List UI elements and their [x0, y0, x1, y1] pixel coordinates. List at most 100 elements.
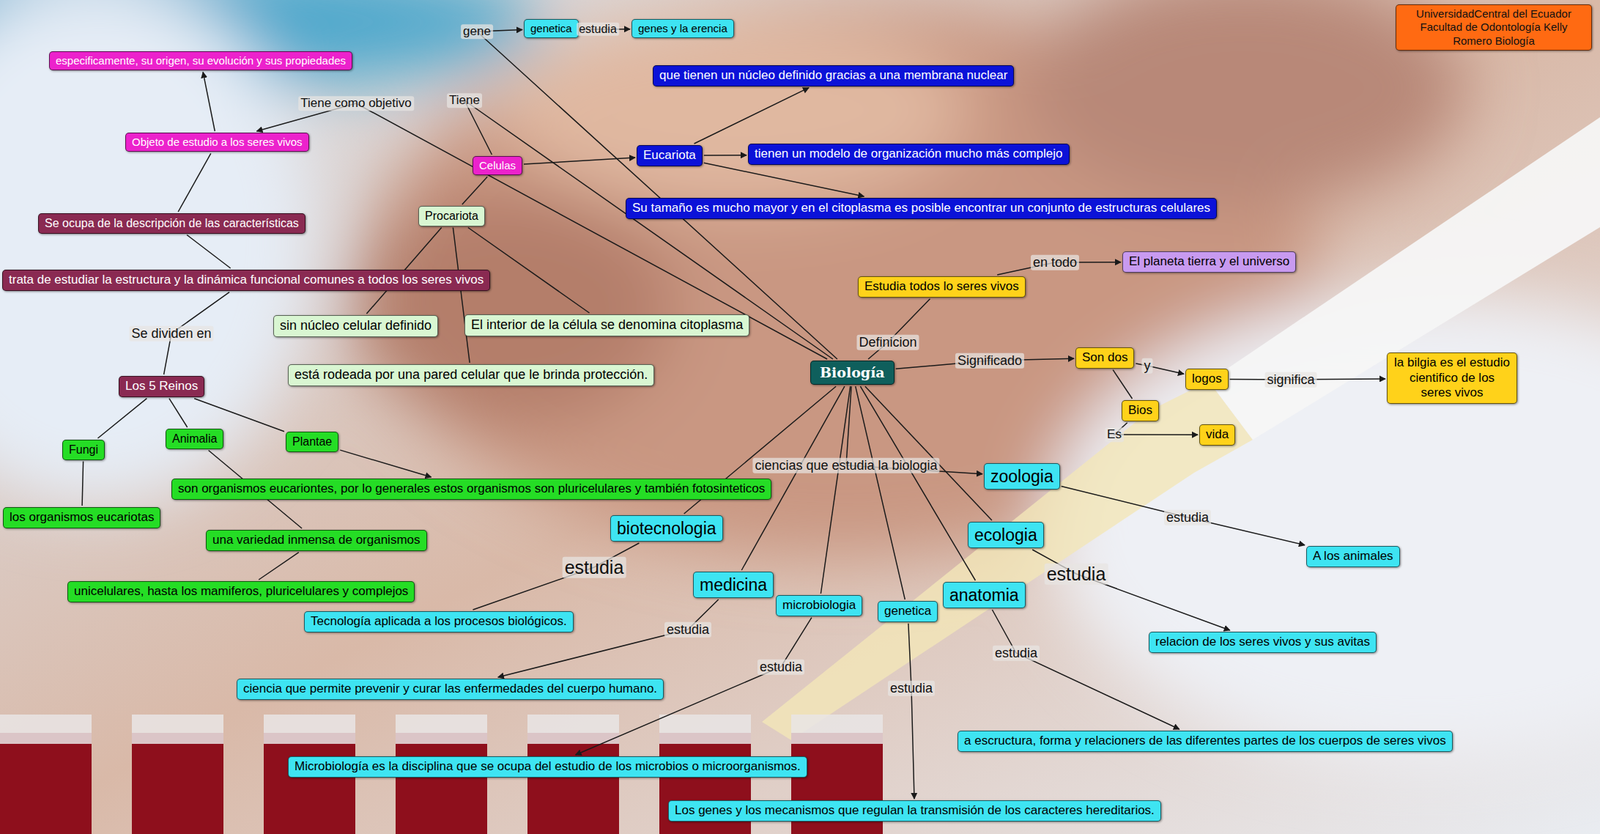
- concept-text: zoologia: [990, 465, 1054, 487]
- concept-text: trata de estudiar la estructura y la din…: [8, 272, 484, 288]
- concept-box: Se ocupa de la descripción de las caract…: [38, 213, 306, 234]
- concept-text: especificamente, su origen, su evolución…: [55, 54, 346, 68]
- concept-box: logos: [1185, 368, 1229, 390]
- concept-text: unicelulares, hasta los mamiferos, pluri…: [73, 583, 409, 600]
- concept-box: Biología: [810, 360, 895, 385]
- concept-text: anatomia: [949, 584, 1020, 606]
- concept-text: Eucariota: [643, 147, 696, 164]
- connector: [868, 298, 930, 359]
- concept-text: sin núcleo celular definido: [279, 317, 432, 335]
- concept-text: a escructura, forma y relacioners de las…: [964, 733, 1447, 749]
- concept-box: unicelulares, hasta los mamiferos, pluri…: [67, 580, 415, 603]
- connector: [1032, 549, 1231, 631]
- link-phrase: Tiene como objetivo: [298, 95, 414, 111]
- concept-box: microbiologia: [775, 594, 863, 617]
- concept-text: Biología: [819, 364, 885, 381]
- connector: [1061, 485, 1305, 545]
- concept-text: genetica: [530, 21, 573, 36]
- concept-text: Plantae: [292, 434, 332, 450]
- link-phrase: y: [1142, 358, 1154, 374]
- concept-text: Estudia todos lo seres vivos: [864, 279, 1020, 295]
- concept-text: ecologia: [974, 524, 1038, 546]
- connector: [98, 398, 148, 439]
- concept-box: está rodeada por una pared celular que l…: [287, 364, 655, 387]
- connector: [1114, 422, 1198, 436]
- concept-text: medicina: [699, 574, 768, 595]
- concept-box: biotecnologia: [610, 515, 724, 542]
- concept-box: genetica: [523, 19, 579, 39]
- blurred-scene: [0, 0, 1600, 762]
- concept-box: vida: [1199, 424, 1236, 446]
- concept-text: genes y la erencia: [638, 21, 728, 36]
- concept-text: ciencia que permite prevenir y curar las…: [243, 681, 658, 697]
- link-phrase: significa: [1264, 372, 1317, 388]
- concept-box: sin núcleo celular definido: [273, 315, 439, 337]
- link-phrase: estudia: [576, 22, 620, 36]
- concept-text: El interior de la célula se denomina cit…: [471, 317, 743, 334]
- concept-text: Tecnología aplicada a los procesos bioló…: [310, 613, 568, 630]
- concept-box: Tecnología aplicada a los procesos bioló…: [304, 610, 574, 633]
- connector: [186, 235, 231, 269]
- concept-box: Eucariota: [636, 145, 703, 167]
- connector: [704, 162, 865, 197]
- connector: [202, 71, 215, 132]
- link-phrase: Es: [1104, 427, 1124, 442]
- concept-box: los organismos eucariotas: [2, 506, 161, 529]
- concept-text: son organismos eucariontes, por lo gener…: [178, 481, 765, 497]
- connector: [473, 542, 640, 610]
- concept-text: Fungi: [68, 442, 99, 458]
- concept-box: medicina: [693, 571, 774, 598]
- concept-text: UniversidadCentral del Ecuador Facultad …: [1402, 7, 1586, 48]
- concept-text: relacion de los seres vivos y sus avitas: [1155, 634, 1370, 650]
- connector: [462, 176, 488, 205]
- concept-box: Los 5 Reinos: [118, 375, 205, 398]
- concept-box: genes y la erencia: [631, 19, 735, 39]
- concept-box: tienen un modelo de organización mucho m…: [747, 143, 1070, 165]
- link-phrase: estudia: [562, 556, 627, 579]
- concept-text: Son dos: [1082, 350, 1128, 366]
- connector: [194, 398, 285, 432]
- connector: [464, 100, 833, 359]
- connector: [82, 461, 84, 507]
- concept-box: Los genes y los mecanismos que regulan l…: [668, 800, 1162, 822]
- concept-box: A los animales: [1306, 545, 1400, 568]
- concept-box: genetica: [877, 600, 938, 622]
- link-phrase: estudia: [1044, 563, 1109, 585]
- concept-box: El interior de la célula se denomina cit…: [464, 314, 750, 337]
- connector: [855, 386, 906, 600]
- concept-text: está rodeada por una pared celular que l…: [294, 367, 648, 384]
- concept-box: Microbiología es la disciplina que se oc…: [287, 756, 808, 778]
- concept-text: vida: [1205, 427, 1229, 443]
- connector: [704, 154, 747, 157]
- concept-box: son organismos eucariontes, por lo gener…: [171, 478, 772, 500]
- connector: [694, 87, 810, 144]
- concept-text: Se ocupa de la descripción de las caract…: [44, 216, 299, 231]
- concept-box: trata de estudiar la estructura y la din…: [2, 269, 491, 291]
- concept-box: El planeta tierra y el universo: [1122, 251, 1296, 273]
- concept-text: El planeta tierra y el universo: [1128, 254, 1290, 270]
- link-phrase: Significado: [955, 353, 1025, 369]
- concept-text: Objeto de estudio a los seres vivos: [131, 135, 303, 149]
- concept-text: que tienen un núcleo definido gracias a …: [659, 68, 1008, 84]
- link-phrase: estudia: [757, 659, 805, 675]
- concept-text: Celulas: [479, 158, 516, 173]
- concept-text: Los genes y los mecanismos que regulan l…: [674, 802, 1155, 819]
- concept-text: A los animales: [1312, 548, 1394, 565]
- link-phrase: estudia: [887, 680, 935, 696]
- concept-box: Animalia: [165, 428, 224, 450]
- concept-box: Objeto de estudio a los seres vivos: [125, 132, 310, 152]
- concept-box: Son dos: [1075, 347, 1135, 369]
- connector: [523, 157, 636, 165]
- concept-text: la bilgia es el estudio cientifico de lo…: [1393, 355, 1511, 401]
- link-phrase: en todo: [1030, 254, 1080, 271]
- connector: [1112, 369, 1132, 399]
- concept-box: que tienen un núcleo definido gracias a …: [652, 65, 1014, 87]
- concept-box: la bilgia es el estudio cientifico de lo…: [1386, 352, 1518, 404]
- concept-text: Su tamaño es mucho mayor y en el citopla…: [632, 200, 1211, 217]
- concept-box: una variedad inmensa de organismos: [205, 529, 428, 551]
- concept-box: UniversidadCentral del Ecuador Facultad …: [1395, 4, 1592, 51]
- concept-text: logos: [1191, 371, 1222, 387]
- concept-box: a escructura, forma y relacioners de las…: [957, 730, 1453, 752]
- concept-box: Bios: [1121, 400, 1159, 422]
- concept-text: Procariota: [424, 208, 479, 224]
